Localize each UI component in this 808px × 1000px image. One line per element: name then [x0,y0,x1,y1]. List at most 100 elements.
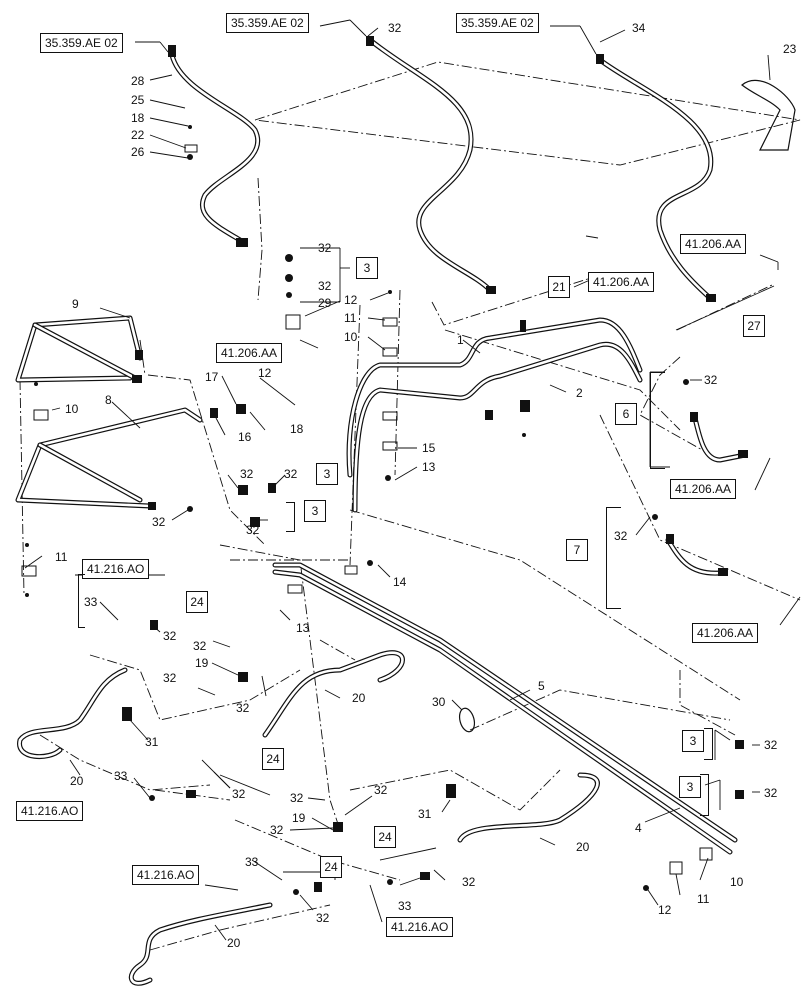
callout-23: 23 [783,42,797,56]
kit-3[interactable]: 3 [304,500,326,522]
kit-3[interactable]: 3 [682,730,704,752]
callout-32: 32 [163,671,177,685]
callout-32: 32 [163,629,177,643]
bracket-3-right [700,774,709,816]
callout-20: 20 [576,840,590,854]
callout-33: 33 [84,595,98,609]
callout-32: 32 [318,279,332,293]
callout-33: 33 [114,769,128,783]
callout-34: 34 [632,21,646,35]
callout-32: 32 [764,738,778,752]
callout-11: 11 [55,550,68,564]
kit-3[interactable]: 3 [356,257,378,279]
callout-31: 31 [418,807,432,821]
callout-19: 19 [292,811,306,825]
callout-10: 10 [730,875,744,889]
tube-8 [15,407,203,509]
oring-30 [458,707,476,733]
callout-32: 32 [316,911,330,925]
hose-20-lower [128,902,273,986]
callout-12: 12 [258,366,272,380]
callout-32: 32 [764,786,778,800]
ref-41216-ao[interactable]: 41.216.AO [16,801,84,821]
ref-41216-ao[interactable]: 41.216.AO [82,559,150,579]
callout-22: 22 [131,128,145,142]
kit-3[interactable]: 3 [679,776,701,798]
callout-29: 29 [318,296,332,310]
callout-10: 10 [65,402,79,416]
callout-16: 16 [238,430,252,444]
hose-35359-mid [367,37,493,293]
ref-41206-aa[interactable]: 41.206.AA [670,479,737,499]
callout-12: 12 [344,293,358,307]
ref-41216-ao[interactable]: 41.216.AO [132,865,200,885]
callout-14: 14 [393,575,407,589]
callout-32: 32 [232,787,246,801]
tube-4-5 [272,562,738,855]
callout-18: 18 [290,422,304,436]
callout-32: 32 [270,823,284,837]
callout-32: 32 [193,639,207,653]
callout-13: 13 [422,460,436,474]
callout-33: 33 [245,855,259,869]
leader-lines [24,19,801,941]
bracket-6 [650,372,665,469]
callout-13: 13 [296,621,310,635]
callout-32: 32 [290,791,304,805]
kit-6[interactable]: 6 [615,403,637,425]
callout-9: 9 [72,297,79,311]
fittings [21,36,748,895]
callout-32: 32 [374,783,388,797]
callout-32: 32 [236,701,250,715]
kit-24[interactable]: 24 [186,591,208,613]
kit-24[interactable]: 24 [262,748,284,770]
ref-41206-aa[interactable]: 41.206.AA [588,272,655,292]
callout-1: 1 [457,333,464,347]
kit-24[interactable]: 24 [320,856,342,878]
callout-32: 32 [614,529,628,543]
callout-17: 17 [205,370,219,384]
ref-35359-ae02[interactable]: 35.359.AE 02 [226,13,309,33]
kit-21[interactable]: 21 [548,276,570,298]
callout-15: 15 [422,441,436,455]
kit-7[interactable]: 7 [566,539,588,561]
hose-20-upper [17,650,405,760]
callout-2: 2 [576,386,583,400]
hose-6 [692,415,748,463]
tubes-1-2 [346,317,643,513]
ref-41216-ao[interactable]: 41.216.AO [386,917,454,937]
callout-20: 20 [227,936,241,950]
callout-20: 20 [70,774,84,788]
callout-32: 32 [704,373,718,387]
hose-7 [665,537,723,576]
ref-41206-aa[interactable]: 41.206.AA [680,234,747,254]
callout-5: 5 [538,679,545,693]
ref-35359-ae02[interactable]: 35.359.AE 02 [456,13,539,33]
bracket-7 [606,507,621,609]
ref-41206-aa[interactable]: 41.206.AA [216,343,283,363]
callout-11: 11 [697,892,710,906]
kit-24[interactable]: 24 [374,826,396,848]
kit-3[interactable]: 3 [316,463,338,485]
callout-31: 31 [145,735,159,749]
callout-32: 32 [246,523,260,537]
hose-28 [169,52,261,243]
hose-23-strap [741,79,796,151]
callout-11: 11 [344,311,357,325]
callout-4: 4 [635,821,642,835]
bracket-41216-ao [78,574,85,628]
callout-25: 25 [131,93,145,107]
callout-32: 32 [284,467,298,481]
callout-8: 8 [105,393,112,407]
callout-32: 32 [388,21,402,35]
callout-10: 10 [344,330,358,344]
tube-9 [15,315,143,383]
ref-41206-aa[interactable]: 41.206.AA [692,623,759,643]
bracket-3 [286,502,295,532]
callout-28: 28 [131,74,145,88]
ref-35359-ae02[interactable]: 35.359.AE 02 [40,33,123,53]
kit-27[interactable]: 27 [743,315,765,337]
callout-26: 26 [131,145,145,159]
